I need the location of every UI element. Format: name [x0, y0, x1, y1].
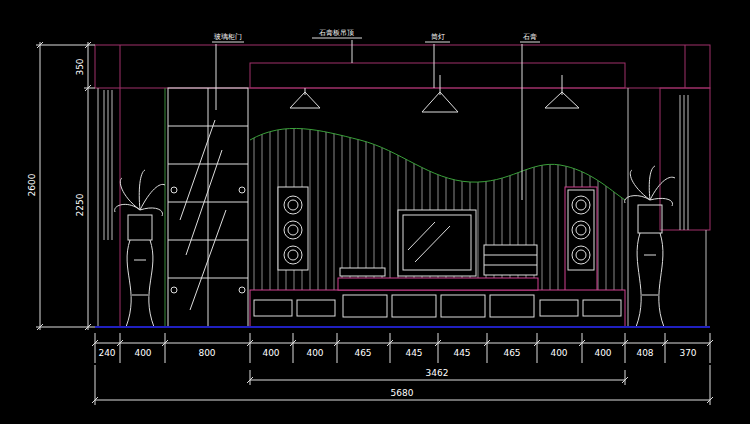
dimension-tick — [95, 333, 96, 363]
dimension-text: 800 — [197, 348, 216, 358]
dimension-slash — [37, 42, 43, 48]
dimension-text: 240 — [97, 348, 116, 358]
dimension-slash — [85, 324, 91, 330]
dimension-tick — [390, 333, 391, 363]
wall-stripe — [318, 110, 319, 295]
dimension-slash — [334, 340, 340, 346]
wall-stripe — [342, 110, 343, 295]
wall-stripe — [374, 110, 375, 295]
wall-edge — [165, 88, 166, 327]
dimension-text: 408 — [635, 348, 654, 358]
plant-stands — [115, 166, 675, 327]
dimension-text: 400 — [549, 348, 568, 358]
dimension-slash — [117, 340, 123, 346]
dimension-text: 2600 — [27, 173, 37, 198]
dimension-tick — [625, 370, 626, 385]
callout-label: 筒灯 — [430, 33, 446, 41]
dimension-slash — [92, 397, 98, 403]
dimension-tick — [582, 333, 583, 363]
dimension-slash — [247, 340, 253, 346]
callout-label: 玻璃柜门 — [213, 33, 243, 41]
callout-label: 石膏 — [522, 33, 538, 41]
dimension-slash — [37, 324, 43, 330]
dimension-ticks — [37, 42, 713, 405]
wall-stripe — [478, 110, 479, 295]
wall-stripe — [542, 110, 543, 295]
dimension-text: 400 — [261, 348, 280, 358]
wall-stripe — [310, 110, 311, 295]
dimension-tick — [487, 333, 488, 363]
dimension-slash — [85, 85, 91, 91]
dimension-slash — [435, 340, 441, 346]
dimension-slash — [162, 340, 168, 346]
wall-stripe — [270, 110, 271, 295]
dimension-tick — [625, 333, 626, 363]
callout-label: 石膏板吊顶 — [318, 29, 355, 37]
dimension-slash — [622, 340, 628, 346]
wall-stripe — [382, 110, 383, 295]
dimension-slash — [622, 377, 628, 383]
dimension-text: 400 — [305, 348, 324, 358]
dimension-slash — [484, 340, 490, 346]
dimension-slash — [579, 340, 585, 346]
striped-wall — [254, 110, 622, 295]
dimension-text: 465 — [353, 348, 372, 358]
wall-stripe — [598, 110, 599, 295]
wall-stripe — [606, 110, 607, 295]
dimension-slash — [534, 340, 540, 346]
dimension-tick — [165, 333, 166, 363]
wall-stripe — [334, 110, 335, 295]
dimension-text: 3462 — [425, 368, 450, 378]
dimension-lines — [36, 42, 710, 400]
dimension-slash — [387, 340, 393, 346]
wall-stripe — [390, 110, 391, 295]
wall-stripe — [366, 110, 367, 295]
dimension-slash — [707, 397, 713, 403]
wall-stripe — [614, 110, 615, 295]
dimension-tick — [120, 333, 121, 363]
dimension-text: 400 — [133, 348, 152, 358]
wall-stripe — [558, 110, 559, 295]
ceiling — [95, 45, 710, 327]
dimension-text: 5680 — [390, 388, 415, 398]
dimension-slash — [247, 377, 253, 383]
tv-cabinet — [250, 278, 625, 327]
dimension-text: 400 — [593, 348, 612, 358]
dimension-text: 465 — [502, 348, 521, 358]
dimension-text: 445 — [452, 348, 471, 358]
wall-stripe — [358, 110, 359, 295]
dimension-text: 2250 — [75, 193, 85, 218]
dimension-text: 370 — [678, 348, 697, 358]
dimension-slash — [662, 340, 668, 346]
wall-edge — [628, 88, 629, 327]
dimension-tick — [438, 333, 439, 363]
dimension-tick — [665, 333, 666, 363]
dimension-slash — [290, 340, 296, 346]
wall-stripe — [326, 110, 327, 295]
wall-stripe — [622, 110, 623, 295]
dimension-tick — [537, 333, 538, 363]
television — [340, 210, 537, 276]
dimension-slash — [92, 340, 98, 346]
dimension-slash — [707, 340, 713, 346]
dimension-tick — [250, 370, 251, 385]
dimension-tick — [293, 333, 294, 363]
speakers — [278, 187, 597, 295]
dimension-tick — [337, 333, 338, 363]
leader-lines — [212, 38, 540, 200]
dimension-tick — [710, 333, 711, 363]
wall-stripe — [262, 110, 263, 295]
floor-line — [95, 326, 710, 328]
dimension-tick — [250, 333, 251, 363]
wall-stripe — [550, 110, 551, 295]
dimension-slash — [85, 42, 91, 48]
left-column — [98, 88, 706, 327]
dimension-text: 445 — [404, 348, 423, 358]
dimension-text: 350 — [75, 57, 85, 76]
glass-cabinet — [168, 88, 248, 327]
